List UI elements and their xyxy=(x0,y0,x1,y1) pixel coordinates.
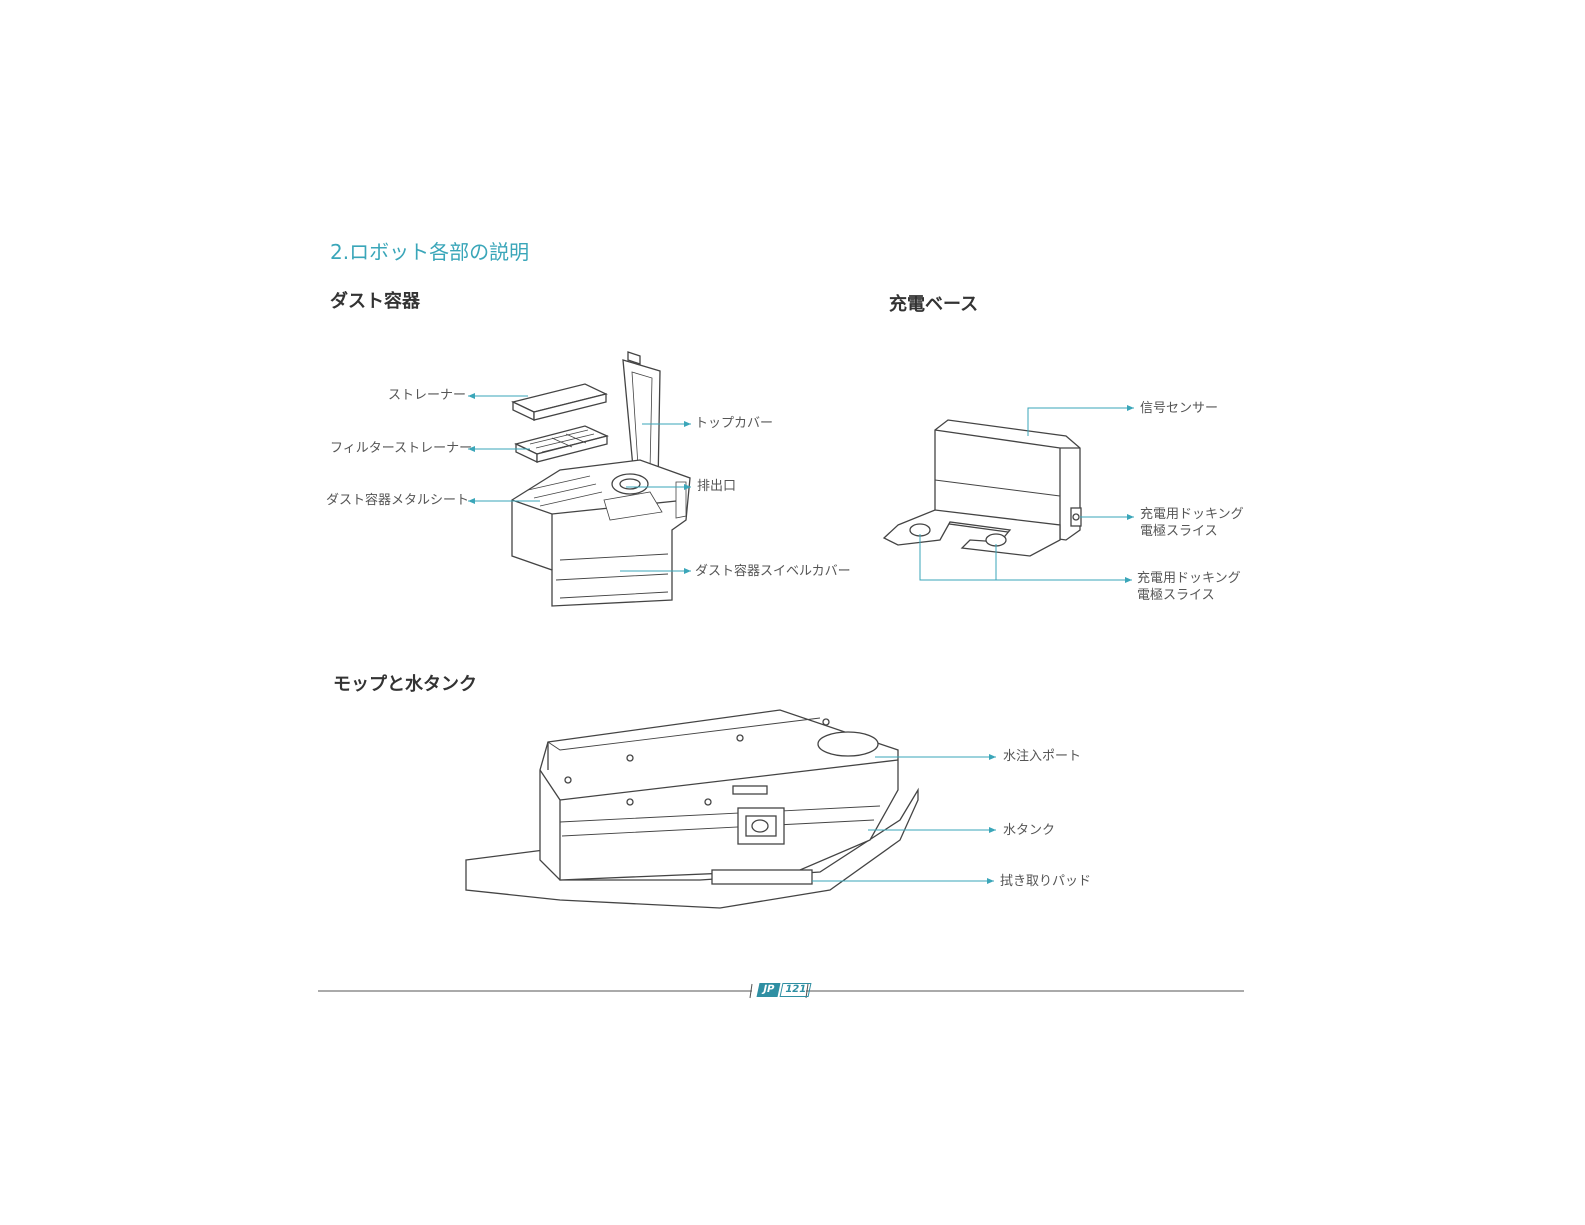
label-fill-port: 水注入ポート xyxy=(1003,748,1081,765)
label-metal-sheet: ダスト容器メタルシート xyxy=(326,492,469,509)
label-outlet: 排出口 xyxy=(697,478,736,495)
page-number: 121 xyxy=(780,983,812,997)
label-docking-slice-2-line1: 充電用ドッキング xyxy=(1137,570,1241,587)
label-strainer: ストレーナー xyxy=(388,387,466,404)
label-docking-slice-1-line2: 電極スライス xyxy=(1140,523,1218,540)
label-swivel-cover: ダスト容器スイベルカバー xyxy=(695,563,851,580)
page-badge: JP 121 xyxy=(758,983,810,997)
dust-container-drawing xyxy=(512,352,690,606)
label-filter-strainer: フィルターストレーナー xyxy=(330,440,472,457)
label-docking-slice-1-line1: 充電用ドッキング xyxy=(1140,506,1244,523)
label-top-cover: トップカバー xyxy=(695,415,773,432)
charging-base-drawing xyxy=(884,420,1081,556)
mop-tank-drawing xyxy=(466,710,918,908)
label-docking-slice-2-line2: 電極スライス xyxy=(1137,587,1215,604)
label-water-tank: 水タンク xyxy=(1003,822,1055,839)
label-wipe-pad: 拭き取りパッド xyxy=(1000,873,1091,890)
label-signal-sensor: 信号センサー xyxy=(1140,400,1218,417)
language-badge: JP xyxy=(757,983,781,997)
